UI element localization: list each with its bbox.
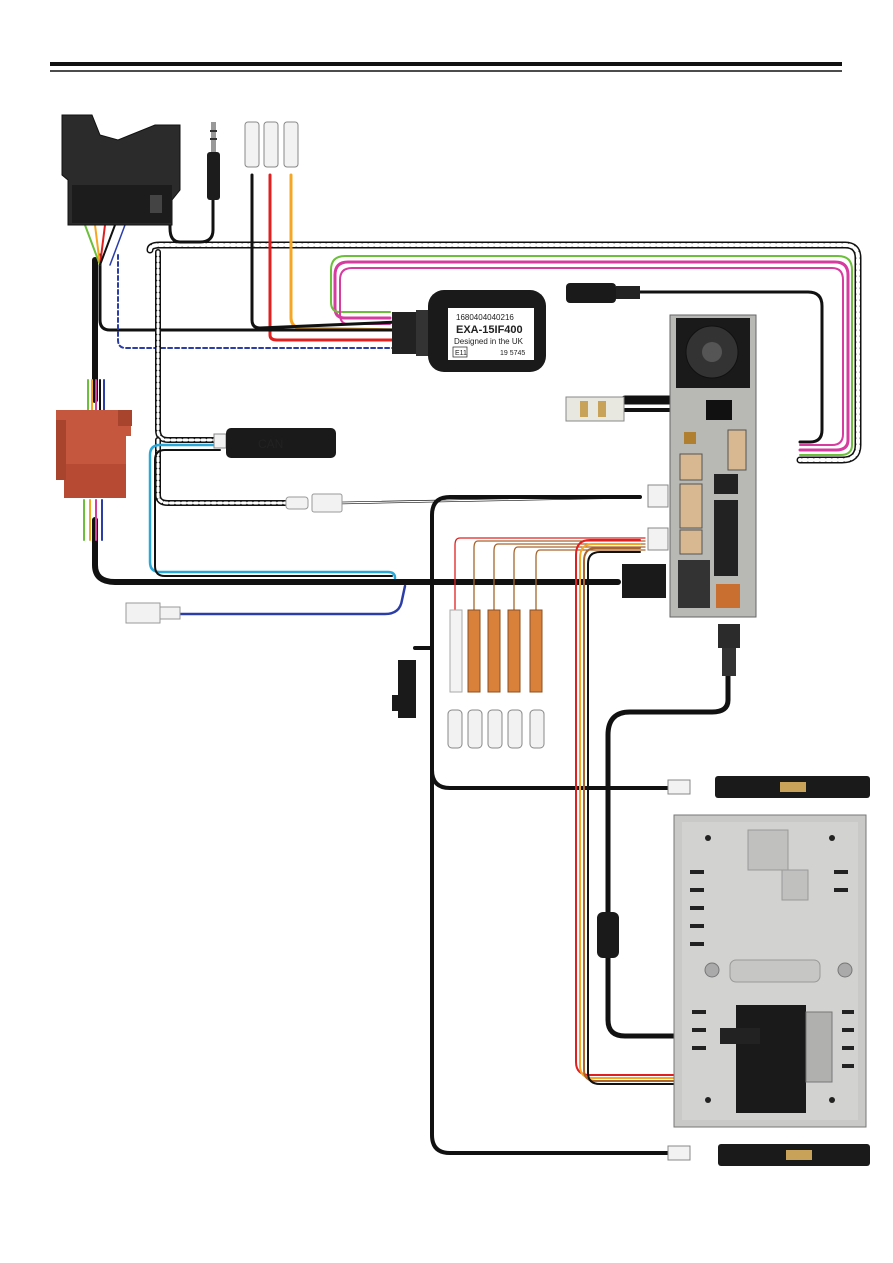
- cyan-wire: [148, 443, 397, 580]
- ferrite-core: [597, 912, 619, 958]
- aux-female-cable: [638, 290, 824, 444]
- red-wire: [268, 173, 400, 342]
- can-dongle: CAN: [213, 428, 336, 458]
- iso-connector: [56, 410, 132, 498]
- box-code: 19 5745: [500, 350, 525, 357]
- dongle-label: CAN: [258, 437, 283, 451]
- black-wire-ground: [250, 173, 400, 330]
- fakra-connector: [718, 624, 740, 676]
- head-unit: [669, 314, 757, 618]
- pink-wire-2: [339, 267, 844, 446]
- orange-wire: [289, 173, 400, 332]
- vehicle-connector: [61, 114, 181, 226]
- screen-pcb-bottom: [718, 1144, 870, 1166]
- aux-female-jack: [566, 283, 640, 303]
- aux-cable: [168, 198, 215, 244]
- blue-dashed: [117, 254, 399, 349]
- antenna-cable: [605, 669, 733, 1039]
- screen-pcb-top: [715, 776, 870, 798]
- ribbon-black: [587, 551, 746, 1085]
- box-model: EXA-15IF400: [456, 324, 523, 336]
- bullet-terminals: [447, 709, 545, 749]
- spade-terminals: [244, 121, 299, 168]
- iso-main-cable: [92, 517, 621, 585]
- box-serial: 1680404040216: [456, 313, 514, 322]
- main-black-cable: [98, 253, 400, 332]
- blue-wire-plug: [125, 602, 181, 624]
- head-unit-plugs: [565, 396, 669, 598]
- junction-clip: [392, 660, 416, 718]
- header-rule: [50, 62, 842, 72]
- shielded-cable-left: [155, 249, 228, 443]
- pink-wire: [333, 260, 850, 452]
- audio-jack-3-5mm: [207, 122, 220, 200]
- blue-wire: [178, 584, 407, 616]
- interface-box: 1680404040216 EXA-15IF400 Designed in th…: [392, 290, 546, 372]
- screen-cable-lower: [430, 638, 670, 1155]
- screen-back-panel: [673, 814, 867, 1128]
- green-wire: [330, 255, 853, 456]
- wire-sleeves: [449, 609, 543, 693]
- plug-pair: [285, 493, 343, 513]
- box-designed: Designed in the UK: [454, 337, 524, 346]
- box-mark: E11: [455, 350, 467, 357]
